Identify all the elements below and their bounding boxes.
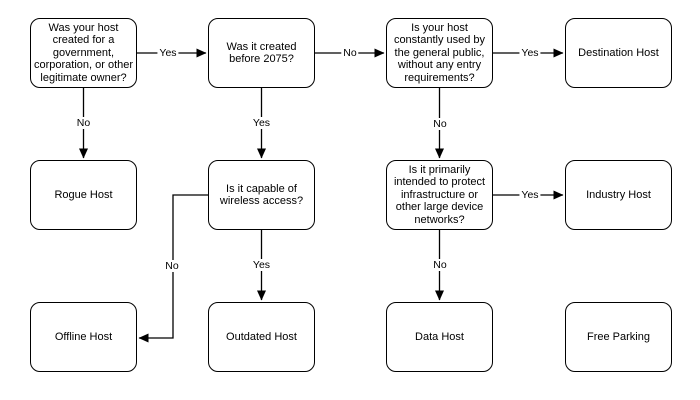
edge-label-public-no: No — [431, 118, 449, 130]
node-industry-host: Industry Host — [565, 160, 672, 230]
node-free-parking: Free Parking — [565, 302, 672, 372]
edge-label-protect-no: No — [431, 259, 449, 271]
edge-label-wireless-yes: Yes — [250, 259, 273, 271]
edge-label-wireless-no: No — [163, 260, 181, 272]
node-destination-host: Destination Host — [565, 18, 672, 88]
edge-label-protect-yes: Yes — [519, 189, 541, 201]
node-q-created-before-2075: Was it created before 2075? — [208, 18, 315, 88]
node-data-host: Data Host — [386, 302, 493, 372]
edge-label-legitimate-yes: Yes — [157, 47, 179, 59]
node-offline-host: Offline Host — [30, 302, 137, 372]
node-q-public-use: Is your host constantly used by the gene… — [386, 18, 493, 88]
node-q-protect-infrastructure: Is it primarily intended to protect infr… — [386, 160, 493, 230]
node-rogue-host: Rogue Host — [30, 160, 137, 230]
edge-label-legitimate-no: No — [74, 117, 93, 129]
edge-label-2075-no: No — [341, 47, 359, 59]
node-q-legitimate-owner: Was your host created for a government, … — [30, 18, 137, 88]
node-outdated-host: Outdated Host — [208, 302, 315, 372]
node-q-wireless-access: Is it capable of wireless access? — [208, 160, 315, 230]
edge-label-2075-yes: Yes — [250, 117, 273, 129]
edge-label-public-yes: Yes — [519, 47, 541, 59]
